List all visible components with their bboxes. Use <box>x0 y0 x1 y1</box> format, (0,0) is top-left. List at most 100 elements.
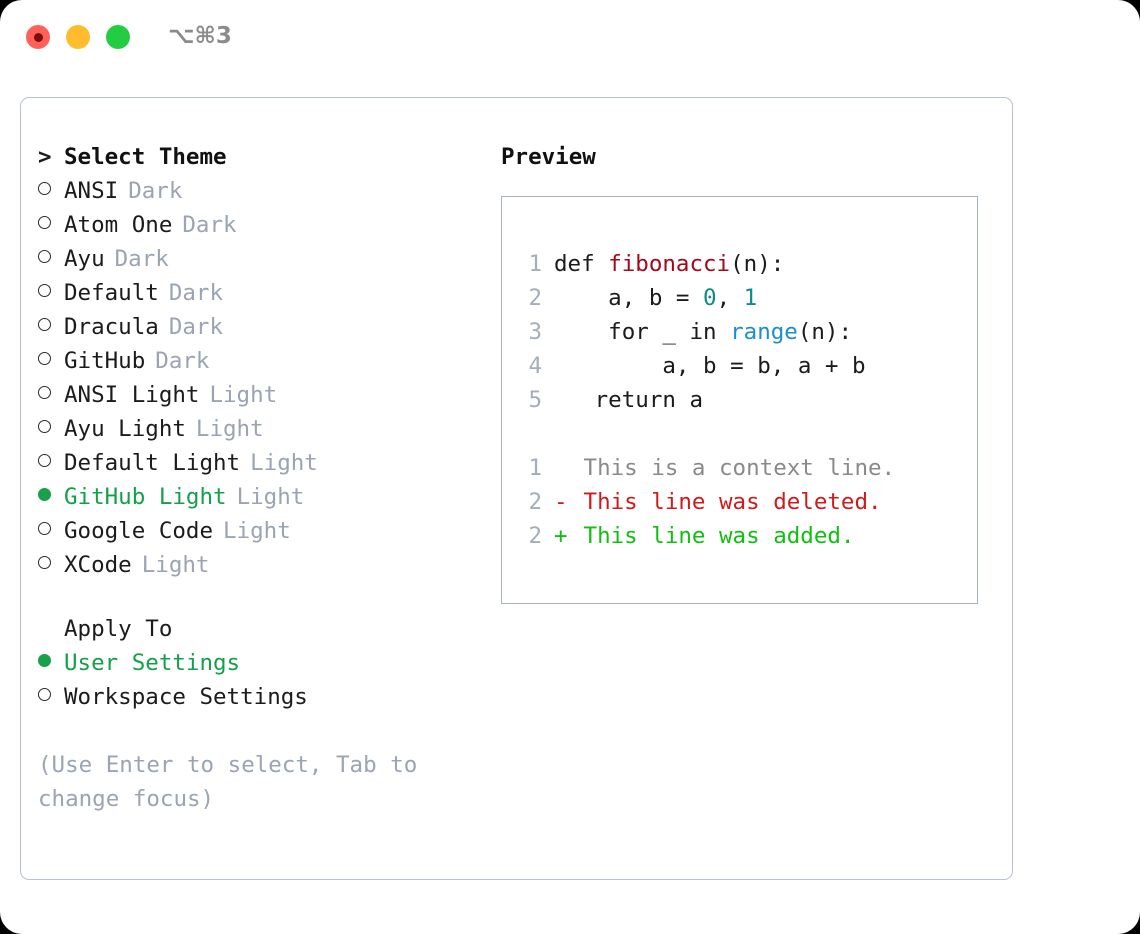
theme-list-title: Select Theme <box>64 144 227 170</box>
radio-glyph <box>38 216 51 229</box>
apply-to-option[interactable]: User Settings <box>38 646 478 680</box>
theme-option[interactable]: ANSI Light Light <box>38 378 478 412</box>
section-spacer <box>38 582 478 612</box>
diff-line-number: 2 <box>528 523 542 549</box>
code-token: a, b = <box>554 285 704 311</box>
title-bar: ⌥⌘3 <box>0 0 1140 78</box>
radio-glyph <box>38 556 51 569</box>
radio-glyph <box>38 250 51 263</box>
theme-option-label: XCode <box>64 552 132 578</box>
theme-variant-badge: Light <box>209 382 278 408</box>
line-number: 3 <box>528 319 542 345</box>
diff-line: 2- This line was deleted. <box>516 485 895 519</box>
theme-option[interactable]: Atom One Dark <box>38 208 478 242</box>
diff-line: 1 This is a context line. <box>516 451 895 485</box>
code-token: 1 <box>743 285 758 311</box>
radio-glyph <box>38 386 51 399</box>
code-token: (n): <box>797 319 853 345</box>
theme-option-label: Default <box>64 280 159 306</box>
theme-variant-badge: Dark <box>182 212 237 238</box>
radio-glyph <box>38 284 51 297</box>
radio-selected-icon <box>38 646 64 680</box>
theme-option-label: ANSI <box>64 178 119 204</box>
theme-list-heading: > Select Theme <box>38 140 478 174</box>
theme-variant-badge: Light <box>250 450 318 476</box>
theme-option-label: ANSI Light <box>64 382 200 408</box>
code-line: 3 for _ in range(n): <box>516 315 895 349</box>
focus-caret-icon: > <box>38 144 52 170</box>
code-token: def <box>554 251 609 277</box>
theme-option-label: Ayu <box>64 246 105 272</box>
theme-variant-badge: Dark <box>168 280 224 306</box>
theme-variant-badge: Light <box>236 484 305 510</box>
radio-unselected-icon <box>38 378 64 412</box>
radio-glyph <box>38 454 51 467</box>
theme-option[interactable]: ANSI Dark <box>38 174 478 208</box>
theme-option-label: Atom One <box>64 212 173 238</box>
radio-unselected-icon <box>38 242 64 276</box>
diff-marker-icon: - <box>554 489 568 515</box>
theme-variant-badge: Light <box>195 416 264 442</box>
theme-option-label: GitHub <box>64 348 146 374</box>
radio-glyph <box>38 420 51 433</box>
apply-to-option-label: Workspace Settings <box>64 684 308 710</box>
apply-to-title: Apply To <box>64 616 173 642</box>
radio-glyph <box>38 318 51 331</box>
code-token: (n): <box>730 251 785 277</box>
radio-unselected-icon <box>38 548 64 582</box>
code-token: fibonacci <box>608 251 731 277</box>
diff-line-number: 1 <box>528 455 542 481</box>
code-line: 5 return a <box>516 383 895 417</box>
line-number: 1 <box>528 251 542 277</box>
radio-unselected-icon <box>38 208 64 242</box>
theme-variant-badge: Dark <box>155 348 210 374</box>
code-token: return a <box>554 387 704 413</box>
diff-line-text: This line was added. <box>570 523 855 549</box>
radio-unselected-icon <box>38 310 64 344</box>
code-token: for _ in <box>554 319 731 345</box>
apply-to-option[interactable]: Workspace Settings <box>38 680 478 714</box>
theme-option[interactable]: Google Code Light <box>38 514 478 548</box>
minimize-button[interactable] <box>66 25 90 49</box>
radio-unselected-icon <box>38 446 64 480</box>
line-number: 2 <box>528 285 542 311</box>
radio-unselected-icon <box>38 276 64 310</box>
line-number: 5 <box>528 387 542 413</box>
code-token: 0 <box>703 285 717 311</box>
radio-glyph <box>38 688 51 701</box>
radio-glyph <box>38 522 51 535</box>
theme-option[interactable]: Ayu Light Light <box>38 412 478 446</box>
theme-variant-badge: Dark <box>168 314 224 340</box>
radio-unselected-icon <box>38 514 64 548</box>
radio-unselected-icon <box>38 174 64 208</box>
radio-unselected-icon <box>38 412 64 446</box>
diff-marker-icon: + <box>554 523 568 549</box>
code-token: a, b = b, a + b <box>554 353 866 379</box>
close-button[interactable] <box>26 25 50 49</box>
keyboard-shortcut-label: ⌥⌘3 <box>168 23 232 49</box>
theme-option[interactable]: GitHub Dark <box>38 344 478 378</box>
line-number: 4 <box>528 353 542 379</box>
window-controls <box>26 25 130 49</box>
theme-option-label: Google Code <box>64 518 214 544</box>
theme-variant-badge: Dark <box>128 178 183 204</box>
code-token: range <box>730 319 798 345</box>
code-line: 4 a, b = b, a + b <box>516 349 895 383</box>
theme-variant-badge: Light <box>223 518 291 544</box>
theme-option[interactable]: Default Dark <box>38 276 478 310</box>
theme-option-label: Ayu Light <box>64 416 186 442</box>
apply-to-option-label: User Settings <box>64 650 241 676</box>
code-token: , <box>716 285 744 311</box>
maximize-button[interactable] <box>106 25 130 49</box>
